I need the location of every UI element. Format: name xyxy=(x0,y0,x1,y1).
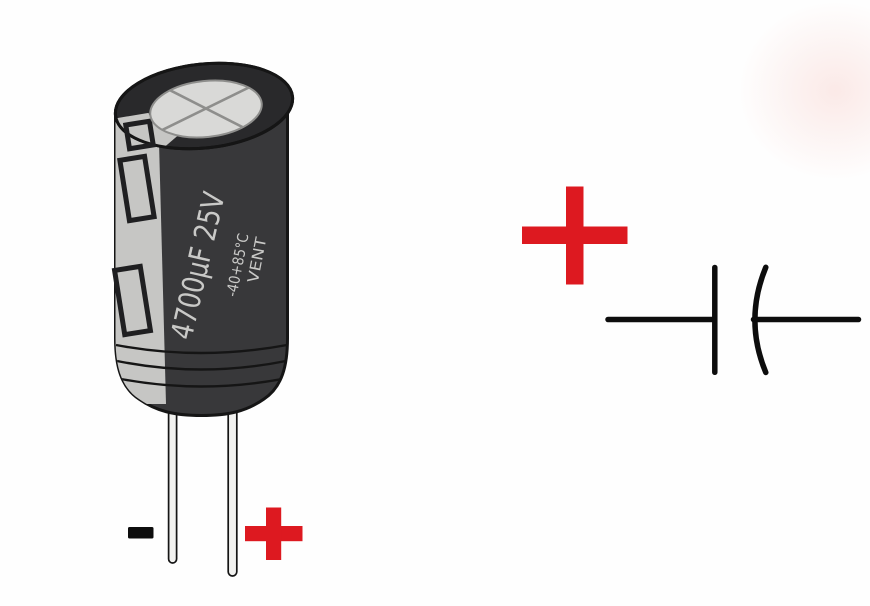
stripe-minus-box-icon xyxy=(122,118,157,152)
plus-vertical-bar xyxy=(566,186,584,285)
positive-lead-wire xyxy=(227,397,238,577)
base-ridge-line xyxy=(116,359,287,371)
vent-score-line xyxy=(149,80,261,138)
top-rim-outline xyxy=(113,61,295,151)
base-ridge-line xyxy=(120,377,283,388)
positive-polarity-icon xyxy=(245,507,303,560)
stripe-minus-box-icon xyxy=(111,263,154,338)
negative-lead-wire xyxy=(167,397,178,564)
negative-polarity-icon xyxy=(128,527,154,539)
symbol-positive-polarity-icon xyxy=(522,186,628,285)
electrolytic-capacitor-illustration: 4700µF 25V -40+85°C VENT xyxy=(111,61,303,577)
base-ridge-line xyxy=(115,343,288,355)
stripe-minus-box-icon xyxy=(117,153,157,224)
plus-vertical-bar xyxy=(266,507,282,560)
capacitor-schematic-symbol xyxy=(522,186,862,376)
